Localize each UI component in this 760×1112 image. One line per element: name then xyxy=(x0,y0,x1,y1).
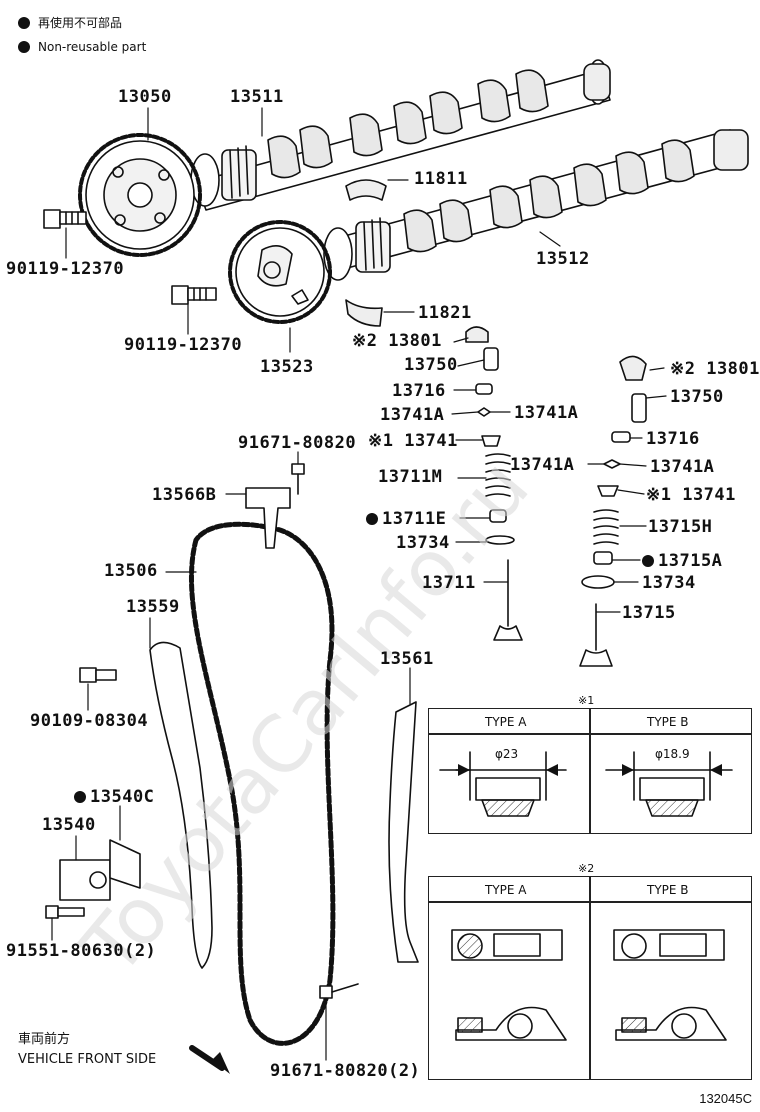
table1-divider xyxy=(589,709,591,833)
part-label-13741A-left-1[interactable]: 13741A xyxy=(380,405,445,425)
part-label-13741-left[interactable]: ※1 13741 xyxy=(368,431,458,451)
table1-type-b: TYPE B xyxy=(647,715,689,729)
valve-13715 xyxy=(579,649,613,667)
part-label-13716-right[interactable]: 13716 xyxy=(646,429,700,449)
direction-text-ja: 車両前方 xyxy=(18,1032,71,1047)
part-label-13511[interactable]: 13511 xyxy=(230,87,284,107)
table2-mark: ※2 xyxy=(578,862,595,875)
direction-text-en: VEHICLE FRONT SIDE xyxy=(18,1052,157,1067)
part-label-11811[interactable]: 11811 xyxy=(414,169,468,189)
part-label-13741A-right-1[interactable]: 13741A xyxy=(514,403,579,423)
part-label-13711M[interactable]: 13711M xyxy=(378,467,443,487)
part-label-13750-right[interactable]: 13750 xyxy=(670,387,724,407)
table1-dim-b: φ18.9 xyxy=(655,747,690,761)
legend-row-en: Non-reusable part xyxy=(18,40,146,54)
part-label-13715A-text: 13715A xyxy=(658,551,723,571)
part-label-13715A[interactable]: 13715A xyxy=(642,552,722,570)
part-label-13715[interactable]: 13715 xyxy=(622,603,676,623)
part-label-13734-right[interactable]: 13734 xyxy=(642,573,696,593)
bearing-11821 xyxy=(345,299,383,327)
part-label-13523[interactable]: 13523 xyxy=(260,357,314,377)
part-label-13711[interactable]: 13711 xyxy=(422,573,476,593)
part-label-13711E[interactable]: 13711E xyxy=(366,510,446,528)
rocker-left xyxy=(465,326,489,343)
type-b-rocker-drawing xyxy=(613,929,727,1041)
non-reusable-dot-icon xyxy=(18,41,30,53)
part-label-13801-right[interactable]: ※2 13801 xyxy=(670,359,760,379)
type-table-2: TYPE A TYPE B xyxy=(428,876,752,1080)
type-a-retainer-drawing xyxy=(439,751,567,817)
bolt-90119-b xyxy=(171,285,217,305)
part-label-90119-a[interactable]: 90119-12370 xyxy=(6,259,125,279)
type-b-retainer-drawing xyxy=(605,751,733,817)
chain-guide-13566B xyxy=(245,487,291,549)
part-label-13741-right[interactable]: ※1 13741 xyxy=(646,485,736,505)
table1-mark: ※1 xyxy=(578,694,595,707)
part-label-13540C[interactable]: 13540C xyxy=(74,788,154,806)
part-label-13734-left[interactable]: 13734 xyxy=(396,533,450,553)
part-label-13801-left[interactable]: ※2 13801 xyxy=(352,331,442,351)
camshaft-13511 xyxy=(190,59,611,211)
table2-header-line xyxy=(429,901,751,903)
legend-row-ja: 再使用不可部品 xyxy=(18,16,122,30)
sprocket-13523 xyxy=(228,220,332,324)
part-label-90119-b[interactable]: 90119-12370 xyxy=(124,335,243,355)
part-label-13540C-text: 13540C xyxy=(90,787,155,807)
chain-slipper-13559 xyxy=(149,641,213,969)
vvt-gear-13050 xyxy=(78,133,202,257)
legend-text-en: Non-reusable part xyxy=(38,40,147,54)
chain-damper-13561 xyxy=(388,701,419,963)
part-label-13741A-left-2[interactable]: 13741A xyxy=(510,455,575,475)
part-label-13566B[interactable]: 13566B xyxy=(152,485,217,505)
part-label-13711E-text: 13711E xyxy=(382,509,447,529)
part-label-91671-top[interactable]: 91671-80820 xyxy=(238,433,357,453)
legend-text-ja: 再使用不可部品 xyxy=(38,16,123,30)
part-label-13540[interactable]: 13540 xyxy=(42,815,96,835)
part-label-13561[interactable]: 13561 xyxy=(380,649,434,669)
table1-type-a: TYPE A xyxy=(485,715,527,729)
part-label-13512[interactable]: 13512 xyxy=(536,249,590,269)
part-label-11821[interactable]: 11821 xyxy=(418,303,472,323)
diagram-code: 132045C xyxy=(699,1091,752,1106)
bolt-90119-a xyxy=(43,209,87,229)
type-a-rocker-drawing xyxy=(451,929,567,1041)
tensioner-13540 xyxy=(59,859,111,901)
non-reusable-dot-icon xyxy=(366,513,378,525)
part-label-13506[interactable]: 13506 xyxy=(104,561,158,581)
part-label-13716-left[interactable]: 13716 xyxy=(392,381,446,401)
part-label-90109[interactable]: 90109-08304 xyxy=(30,711,149,731)
part-label-13715H[interactable]: 13715H xyxy=(648,517,713,537)
rocker-right xyxy=(619,355,647,381)
valve-13711 xyxy=(493,625,523,641)
non-reusable-dot-icon xyxy=(642,555,654,567)
part-label-13559[interactable]: 13559 xyxy=(126,597,180,617)
part-label-91551[interactable]: 91551-80630(2) xyxy=(6,941,157,961)
table1-dim-a: φ23 xyxy=(495,747,519,761)
table2-type-b: TYPE B xyxy=(647,883,689,897)
front-direction-arrow xyxy=(189,1045,225,1071)
table2-divider xyxy=(589,877,591,1079)
table1-header-line xyxy=(429,733,751,735)
table2-type-a: TYPE A xyxy=(485,883,527,897)
part-label-13741A-right-2[interactable]: 13741A xyxy=(650,457,715,477)
part-label-13750-left[interactable]: 13750 xyxy=(404,355,458,375)
non-reusable-dot-icon xyxy=(18,17,30,29)
part-label-91671-bottom[interactable]: 91671-80820(2) xyxy=(270,1061,421,1081)
non-reusable-dot-icon xyxy=(74,791,86,803)
gasket-13540C xyxy=(109,839,141,889)
type-table-1: TYPE A TYPE B φ23 φ18.9 xyxy=(428,708,752,834)
part-label-13050[interactable]: 13050 xyxy=(118,87,172,107)
bearing-11811 xyxy=(345,179,387,201)
